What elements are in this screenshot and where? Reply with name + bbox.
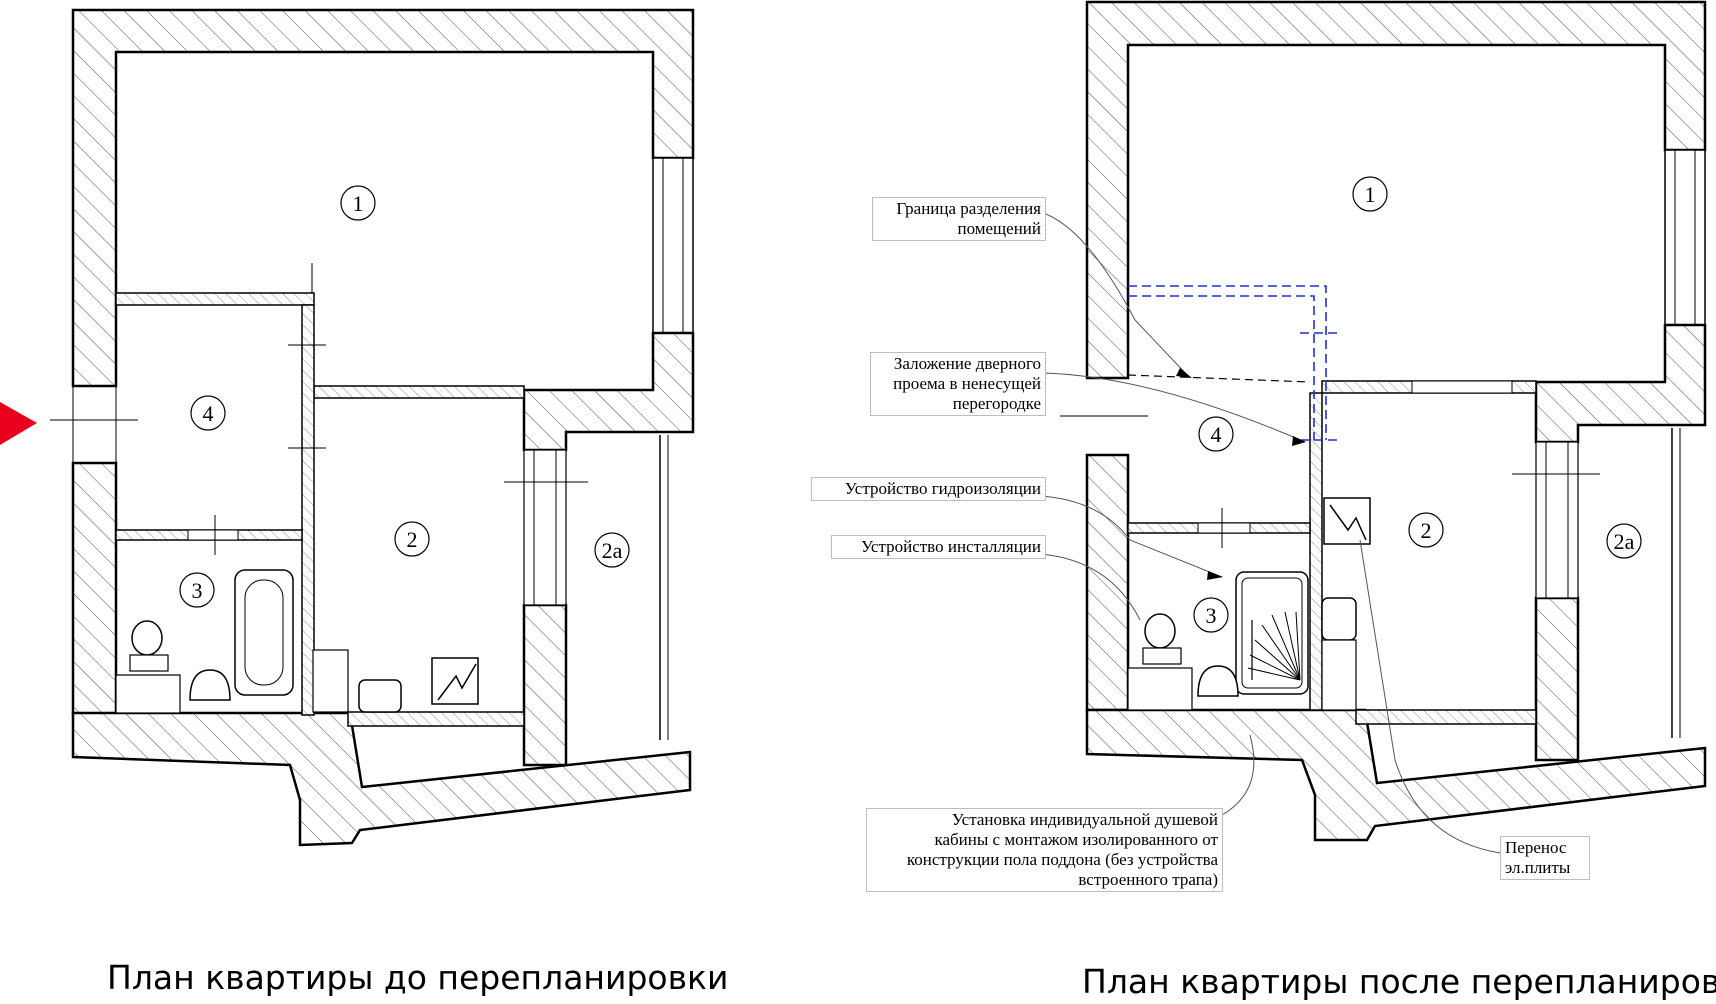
window-right [652, 157, 694, 334]
outer-wall-left-lower [1085, 453, 1130, 712]
right-wall-mid [1534, 323, 1707, 444]
annotation-line: проема в ненесущей [893, 374, 1041, 393]
caption-before: План квартиры до перепланировки [107, 958, 729, 997]
sink-kitchen [358, 679, 402, 713]
bottom-wall [1085, 708, 1707, 842]
annotation-line: конструкции пола поддона (без устройства [906, 850, 1218, 869]
room-number-3-after: 3 [1206, 603, 1217, 628]
annotation-line: Устройство гидроизоляции [844, 479, 1041, 498]
room-number-2a-before: 2a [602, 538, 623, 563]
room-number-2a-after: 2a [1614, 529, 1635, 554]
sink-kitchen [1321, 597, 1357, 641]
room-number-4-before: 4 [203, 401, 214, 426]
door-2-2a [523, 449, 567, 606]
room-number-4-after: 4 [1211, 422, 1222, 447]
annotation-line: помещений [957, 219, 1041, 238]
annotation-line: встроенного трапа) [1078, 870, 1218, 889]
toilet [1144, 613, 1176, 649]
room-number-3-before: 3 [192, 578, 203, 603]
annotation-line: Устройство инсталляции [860, 537, 1041, 556]
stove [431, 657, 479, 705]
room-boundary-line [1127, 374, 1311, 383]
wall-2-2a [522, 603, 568, 767]
leader-lines [1039, 211, 1501, 854]
room-number-1-before: 1 [353, 191, 364, 216]
room-number-2-after: 2 [1421, 518, 1432, 543]
outer-wall-left-lower [71, 461, 118, 717]
annotation-line: кабины с монтажом изолированного от [934, 830, 1218, 849]
sink-bath [1197, 665, 1239, 697]
right-wall-mid [522, 331, 695, 452]
wall-2-2a [1534, 596, 1580, 762]
plan-after [1060, 0, 1707, 842]
annotation-line: Установка индивидуальной душевой [951, 810, 1218, 829]
toilet [131, 620, 163, 656]
stove [1323, 497, 1371, 545]
outer-wall [71, 8, 695, 388]
window-right [1664, 149, 1706, 326]
annotation-room-boundary: Граница разделения помещений [872, 197, 1046, 241]
partition-4-1 [301, 304, 315, 716]
sink-bath [189, 669, 231, 701]
partition-2-bottom [1355, 709, 1537, 725]
partition-2-bottom [347, 711, 525, 727]
room-labels-before [179, 185, 630, 608]
room-number-2-before: 2 [407, 527, 418, 552]
door-2-2a [1535, 441, 1579, 599]
annotation-doorway-infill: Заложение дверного проема в ненесущей пе… [870, 352, 1046, 416]
plan-before [50, 8, 695, 847]
partition-4-top [115, 292, 315, 306]
outer-wall [1085, 0, 1707, 380]
annotation-line: эл.плиты [1505, 858, 1571, 877]
room-labels-after [1193, 176, 1642, 633]
annotation-stove-relocation: Перенос эл.плиты [1500, 836, 1590, 880]
annotation-installation: Устройство инсталляции [831, 535, 1046, 559]
annotation-waterproofing: Устройство гидроизоляции [811, 477, 1046, 501]
partition-3-2 [1309, 392, 1323, 711]
annotation-shower-cabin: Установка индивидуальной душевой кабины … [866, 808, 1223, 892]
door-3 [187, 529, 239, 541]
annotation-line: Граница разделения [896, 199, 1041, 218]
entry-marker-icon [0, 402, 37, 445]
room-number-1-after: 1 [1365, 182, 1376, 207]
annotation-line: Перенос [1505, 838, 1567, 857]
caption-after: План квартиры после перепланировки [1082, 962, 1716, 1001]
annotation-line: Заложение дверного [893, 354, 1041, 373]
annotation-line: перегородке [952, 394, 1041, 413]
bottom-wall [71, 711, 692, 847]
partition-1-2 [313, 385, 525, 399]
new-partition-outline [1128, 285, 1340, 441]
